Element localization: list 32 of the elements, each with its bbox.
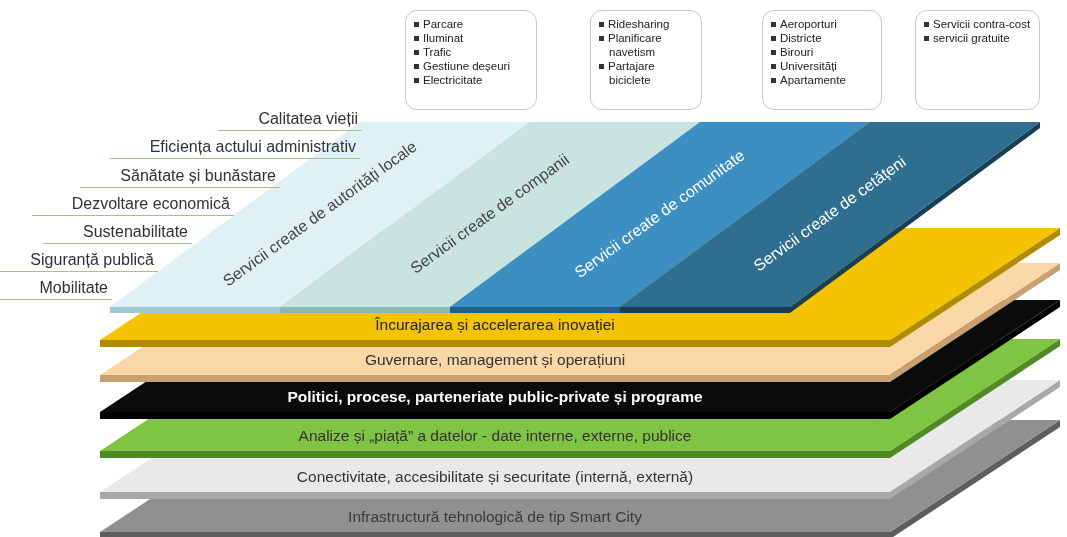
callout-box: [762, 10, 882, 110]
list-item: Servicii contra-cost: [933, 18, 1031, 30]
layer-label: Analize și „piață” a datelor - date interne, externe, publice: [297, 427, 693, 445]
list-item: Aeroporturi: [780, 18, 837, 30]
axis-label: Eficiența actului administrativ: [109, 138, 360, 159]
list-item: Ridesharing: [608, 18, 670, 30]
axis-label: Siguranță publică: [0, 251, 158, 272]
layer-label: Guvernare, management și operațiuni: [363, 351, 627, 369]
layer-label: Conectivitate, accesibilitate și securitate (internă, externă): [295, 468, 695, 486]
list-item: Birouri: [780, 46, 814, 58]
list-item: Gestiune deșeuri: [423, 60, 510, 72]
axis-label: Dezvoltare economică: [31, 195, 234, 216]
callout-box: [405, 10, 537, 110]
list-item: servicii gratuite: [933, 32, 1010, 44]
layer-label: Infrastructură tehnologică de tip Smart City: [347, 508, 643, 526]
list-item: Partajare biciclete: [608, 60, 655, 86]
list-item: Apartamente: [780, 74, 846, 86]
axis-label: Sănătate și bunăstare: [80, 167, 280, 188]
callout-box: [590, 10, 702, 110]
layer-label: Politici, procese, parteneriate public-private și programe: [286, 388, 704, 406]
list-item: Electricitate: [423, 74, 483, 86]
list-item: Planificare navetism: [608, 32, 662, 58]
list-item: Districte: [780, 32, 822, 44]
axis-label: Calitatea vieții: [218, 110, 362, 131]
list-item: Universități: [780, 60, 837, 72]
axis-label: Sustenabilitate: [43, 223, 192, 244]
callout-box: [915, 10, 1040, 110]
list-item: Trafic: [423, 46, 452, 58]
list-item: Parcare: [423, 18, 464, 30]
list-item: Iluminat: [423, 32, 464, 44]
layer-label: Încurajarea și accelerarea inovației: [374, 316, 616, 334]
axis-label: Mobilitate: [0, 279, 112, 300]
